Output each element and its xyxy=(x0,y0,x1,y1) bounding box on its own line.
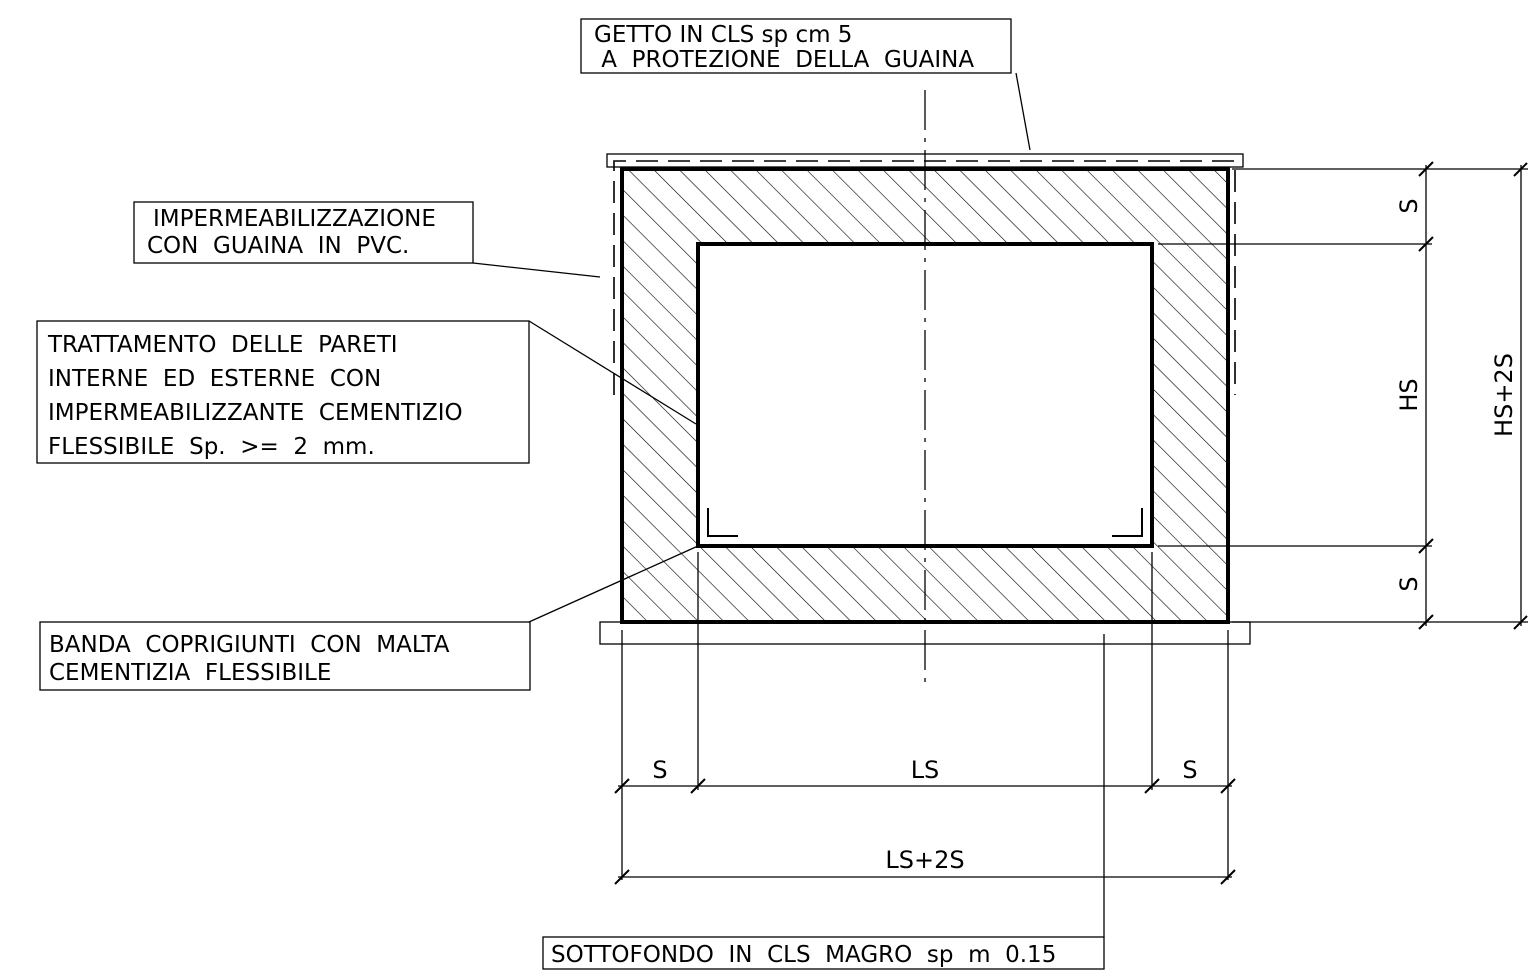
leader-getto xyxy=(1015,72,1031,151)
callout-box-getto xyxy=(580,18,1012,74)
callout-box-guaina xyxy=(133,201,474,264)
callout-box-trattamento xyxy=(36,320,530,464)
leader-trattamento xyxy=(528,320,697,425)
dim-tick xyxy=(1513,615,1528,630)
callout-getto-line1: GETTO IN CLS sp cm 5 xyxy=(594,22,852,48)
joint-band-left xyxy=(707,508,738,537)
joint-band-right xyxy=(1112,508,1143,537)
dim-tick xyxy=(1418,236,1434,252)
dim-label-wall-top: S xyxy=(1395,198,1423,213)
dim-label-wall-right: S xyxy=(1182,756,1197,784)
callout-trattamento-line2: INTERNE ED ESTERNE CON xyxy=(48,366,381,392)
callout-sottofondo-line1: SOTTOFONDO IN CLS MAGRO sp m 0.15 xyxy=(551,942,1056,968)
dim-label-inner-width: LS xyxy=(911,756,940,784)
dim-label-wall-bottom: S xyxy=(1395,576,1423,591)
dim-tick xyxy=(1144,778,1160,794)
callout-guaina-line2: CON GUAINA IN PVC. xyxy=(147,233,409,259)
dim-label-total-width: LS+2S xyxy=(885,846,964,874)
callout-getto-line2: A PROTEZIONE DELLA GUAINA xyxy=(594,47,974,73)
callout-box-banda xyxy=(39,621,531,691)
callout-trattamento-line3: IMPERMEABILIZZANTE CEMENTIZIO xyxy=(48,400,463,426)
callout-guaina-line1: IMPERMEABILIZZAZIONE xyxy=(153,206,436,232)
callout-banda-line2: CEMENTIZIA FLESSIBILE xyxy=(49,660,331,686)
dim-label-inner-height: HS xyxy=(1395,378,1423,411)
dim-tick xyxy=(1418,161,1434,177)
dim-tick xyxy=(614,778,630,794)
callout-box-sottofondo xyxy=(542,936,1105,970)
leader-banda xyxy=(528,545,699,623)
leader-guaina xyxy=(472,262,601,278)
dim-tick xyxy=(614,869,630,885)
dim-tick xyxy=(1220,778,1236,794)
dim-tick xyxy=(1220,869,1236,885)
dim-tick xyxy=(1513,162,1528,177)
dim-label-total-height: HS+2S xyxy=(1490,353,1518,437)
callout-trattamento-line1: TRATTAMENTO DELLE PARETI xyxy=(47,332,398,358)
dim-tick xyxy=(690,778,706,794)
dim-tick xyxy=(1418,538,1434,554)
dim-tick xyxy=(1418,614,1434,630)
callout-banda-line1: BANDA COPRIGIUNTI CON MALTA xyxy=(49,632,450,658)
dim-label-wall-left: S xyxy=(652,756,667,784)
callout-trattamento-line4: FLESSIBILE Sp. >= 2 mm. xyxy=(48,434,375,460)
